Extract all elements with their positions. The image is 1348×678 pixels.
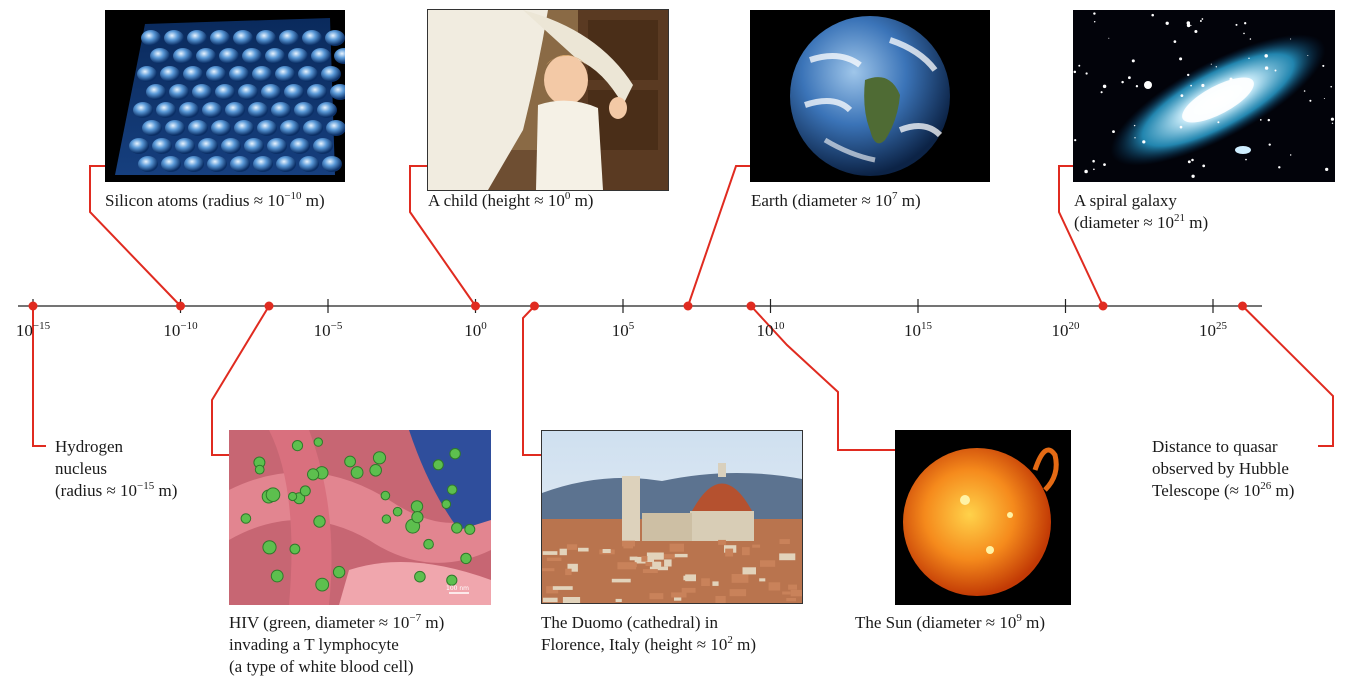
photo-hiv: 100 nm [229, 430, 491, 605]
axis-tick-label: 105 [612, 321, 635, 341]
marker-dot-sun [747, 302, 756, 311]
marker-dot-duomo [530, 302, 539, 311]
caption-line: nucleus [55, 458, 177, 480]
marker-dot-child [471, 302, 480, 311]
leader-line-duomo [523, 306, 541, 455]
caption-line: invading a T lymphocyte [229, 634, 444, 656]
caption-line: A child (height ≈ 100 m) [428, 190, 593, 212]
caption-hydrogen: Hydrogennucleus(radius ≈ 10−15 m) [55, 436, 177, 502]
caption-earth: Earth (diameter ≈ 107 m) [751, 190, 921, 212]
photo-duomo [541, 430, 803, 604]
marker-dot-hiv [265, 302, 274, 311]
caption-line: Telescope (≈ 1026 m) [1152, 480, 1294, 502]
axis-tick-label: 1020 [1052, 321, 1080, 341]
photo-sun [895, 430, 1071, 605]
photo-child [427, 9, 669, 191]
caption-hiv: HIV (green, diameter ≈ 10−7 m)invading a… [229, 612, 444, 678]
marker-dot-quasar [1238, 302, 1247, 311]
photo-earth [750, 10, 990, 182]
caption-galaxy: A spiral galaxy(diameter ≈ 1021 m) [1074, 190, 1208, 234]
caption-line: Silicon atoms (radius ≈ 10−10 m) [105, 190, 325, 212]
marker-dot-hydrogen [29, 302, 38, 311]
axis-tick-label: 10−15 [16, 321, 50, 341]
caption-line: HIV (green, diameter ≈ 10−7 m) [229, 612, 444, 634]
caption-line: Hydrogen [55, 436, 177, 458]
axis-tick-label: 10−5 [314, 321, 343, 341]
leader-line-earth [688, 166, 750, 306]
leader-line-quasar [1243, 306, 1334, 446]
caption-line: A spiral galaxy [1074, 190, 1208, 212]
marker-dot-earth [684, 302, 693, 311]
photo-silicon-atoms [105, 10, 345, 182]
axis-tick-label: 10−10 [163, 321, 197, 341]
caption-line: Earth (diameter ≈ 107 m) [751, 190, 921, 212]
caption-line: (a type of white blood cell) [229, 656, 444, 678]
caption-line: observed by Hubble [1152, 458, 1294, 480]
axis-tick-label: 100 [464, 321, 487, 341]
caption-line: The Duomo (cathedral) in [541, 612, 756, 634]
leader-line-silicon [90, 166, 181, 306]
caption-line: (radius ≈ 10−15 m) [55, 480, 177, 502]
caption-line: The Sun (diameter ≈ 109 m) [855, 612, 1045, 634]
axis-tick-label: 1010 [757, 321, 785, 341]
caption-silicon: Silicon atoms (radius ≈ 10−10 m) [105, 190, 325, 212]
photo-spiral-galaxy [1073, 10, 1335, 182]
marker-dot-galaxy [1099, 302, 1108, 311]
caption-sun: The Sun (diameter ≈ 109 m) [855, 612, 1045, 634]
marker-dot-silicon [176, 302, 185, 311]
caption-line: Florence, Italy (height ≈ 102 m) [541, 634, 756, 656]
axis-tick-label: 1025 [1199, 321, 1227, 341]
caption-line: (diameter ≈ 1021 m) [1074, 212, 1208, 234]
leader-line-galaxy [1059, 166, 1103, 306]
caption-duomo: The Duomo (cathedral) inFlorence, Italy … [541, 612, 756, 656]
caption-line: Distance to quasar [1152, 436, 1294, 458]
caption-quasar: Distance to quasarobserved by HubbleTele… [1152, 436, 1294, 502]
axis-tick-label: 1015 [904, 321, 932, 341]
hiv-scale-label: 100 nm [446, 585, 469, 592]
caption-child: A child (height ≈ 100 m) [428, 190, 593, 212]
